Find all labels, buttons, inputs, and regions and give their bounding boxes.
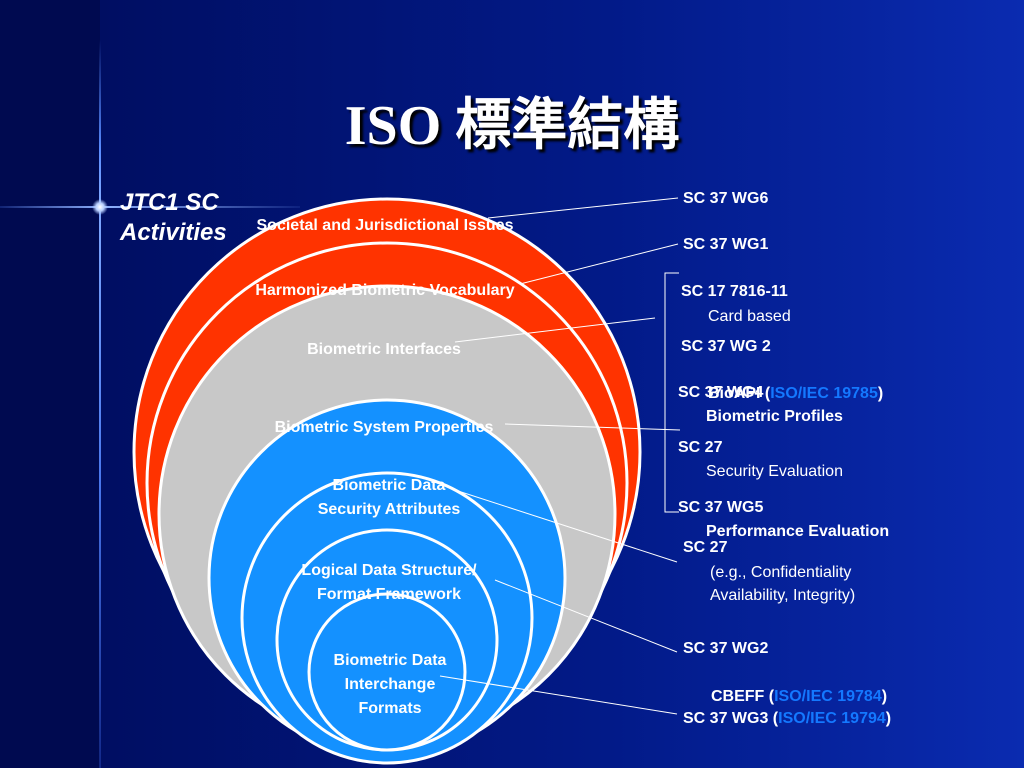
- iso-19785-link[interactable]: ISO/IEC 19785: [770, 385, 878, 402]
- slide-title: ISO 標準結構: [344, 95, 680, 157]
- connector-wg6: [487, 197, 679, 219]
- jtc1-activities-label: JTC1 SC Activities: [120, 189, 227, 246]
- decorative-vertical-line: [99, 40, 101, 768]
- committee-sc37-wg2-cbeff: SC 37 WG2: [683, 640, 769, 657]
- committee-sc37-wg2-bioapi: SC 37 WG 2: [681, 338, 771, 355]
- circle-interchange: [307, 592, 467, 752]
- committee-sc37-wg4-detail: Biometric Profiles: [706, 408, 843, 425]
- label-logical-structure: Logical Data Structure/ Format Framework: [301, 562, 477, 603]
- committee-sc27-security: SC 27: [678, 439, 723, 456]
- decorative-horizontal-line: [0, 206, 300, 208]
- bracket-interfaces: [664, 272, 679, 513]
- committee-sc37-wg6: SC 37 WG6: [683, 190, 769, 207]
- cbeff-prefix: CBEFF (: [711, 688, 775, 705]
- committee-sc37-wg5: SC 37 WG5: [678, 499, 764, 516]
- label-interfaces: Biometric Interfaces: [307, 341, 461, 358]
- iso-19784-link[interactable]: ISO/IEC 19784: [774, 688, 882, 705]
- wg3-suffix: ): [885, 710, 892, 727]
- cbeff-suffix: ): [881, 688, 888, 705]
- label-vocabulary: Harmonized Biometric Vocabulary: [255, 282, 515, 299]
- committee-sc37-wg1: SC 37 WG1: [683, 236, 769, 253]
- connector-interfaces: [454, 317, 656, 343]
- sparkle-icon: [92, 199, 108, 215]
- iso-19794-link[interactable]: ISO/IEC 19794: [778, 710, 886, 727]
- connector-interchange: [439, 675, 678, 715]
- bioapi-prefix: BioAPI (: [708, 385, 771, 402]
- label-system-properties: Biometric System Properties: [274, 419, 494, 436]
- bioapi-suffix: ): [877, 385, 884, 402]
- committee-sc27-attributes: SC 27: [683, 539, 728, 556]
- wg3-prefix: SC 37 WG3 (: [683, 710, 779, 727]
- committee-sc37-wg3: SC 37 WG3 (ISO/IEC 19794): [683, 707, 891, 731]
- connector-wg1: [519, 243, 679, 285]
- label-interchange: Biometric Data Interchange Formats: [333, 652, 447, 717]
- committee-sc27-attributes-detail: (e.g., Confidentiality Availability, Int…: [710, 564, 856, 604]
- committee-sc17-detail: Card based: [708, 308, 791, 325]
- connector-logical-structure: [494, 579, 678, 653]
- committee-sc17: SC 17 7816-11: [681, 283, 788, 300]
- label-data-security: Biometric Data Security Attributes: [317, 477, 461, 518]
- connector-system-properties: [504, 423, 681, 431]
- committee-sc37-wg5-detail: Performance Evaluation: [706, 523, 890, 540]
- connector-data-security: [454, 489, 678, 563]
- committee-sc37-wg2-bioapi-detail: BioAPI (ISO/IEC 19785): [708, 359, 883, 405]
- label-societal: Societal and Jurisdictional Issues: [256, 217, 514, 234]
- committee-sc27-security-detail: Security Evaluation: [706, 463, 843, 480]
- committee-sc37-wg4: SC 37 WG4: [678, 384, 764, 401]
- background-left-panel: [0, 0, 100, 768]
- committee-sc37-wg2-cbeff-detail: CBEFF (ISO/IEC 19784): [711, 662, 887, 708]
